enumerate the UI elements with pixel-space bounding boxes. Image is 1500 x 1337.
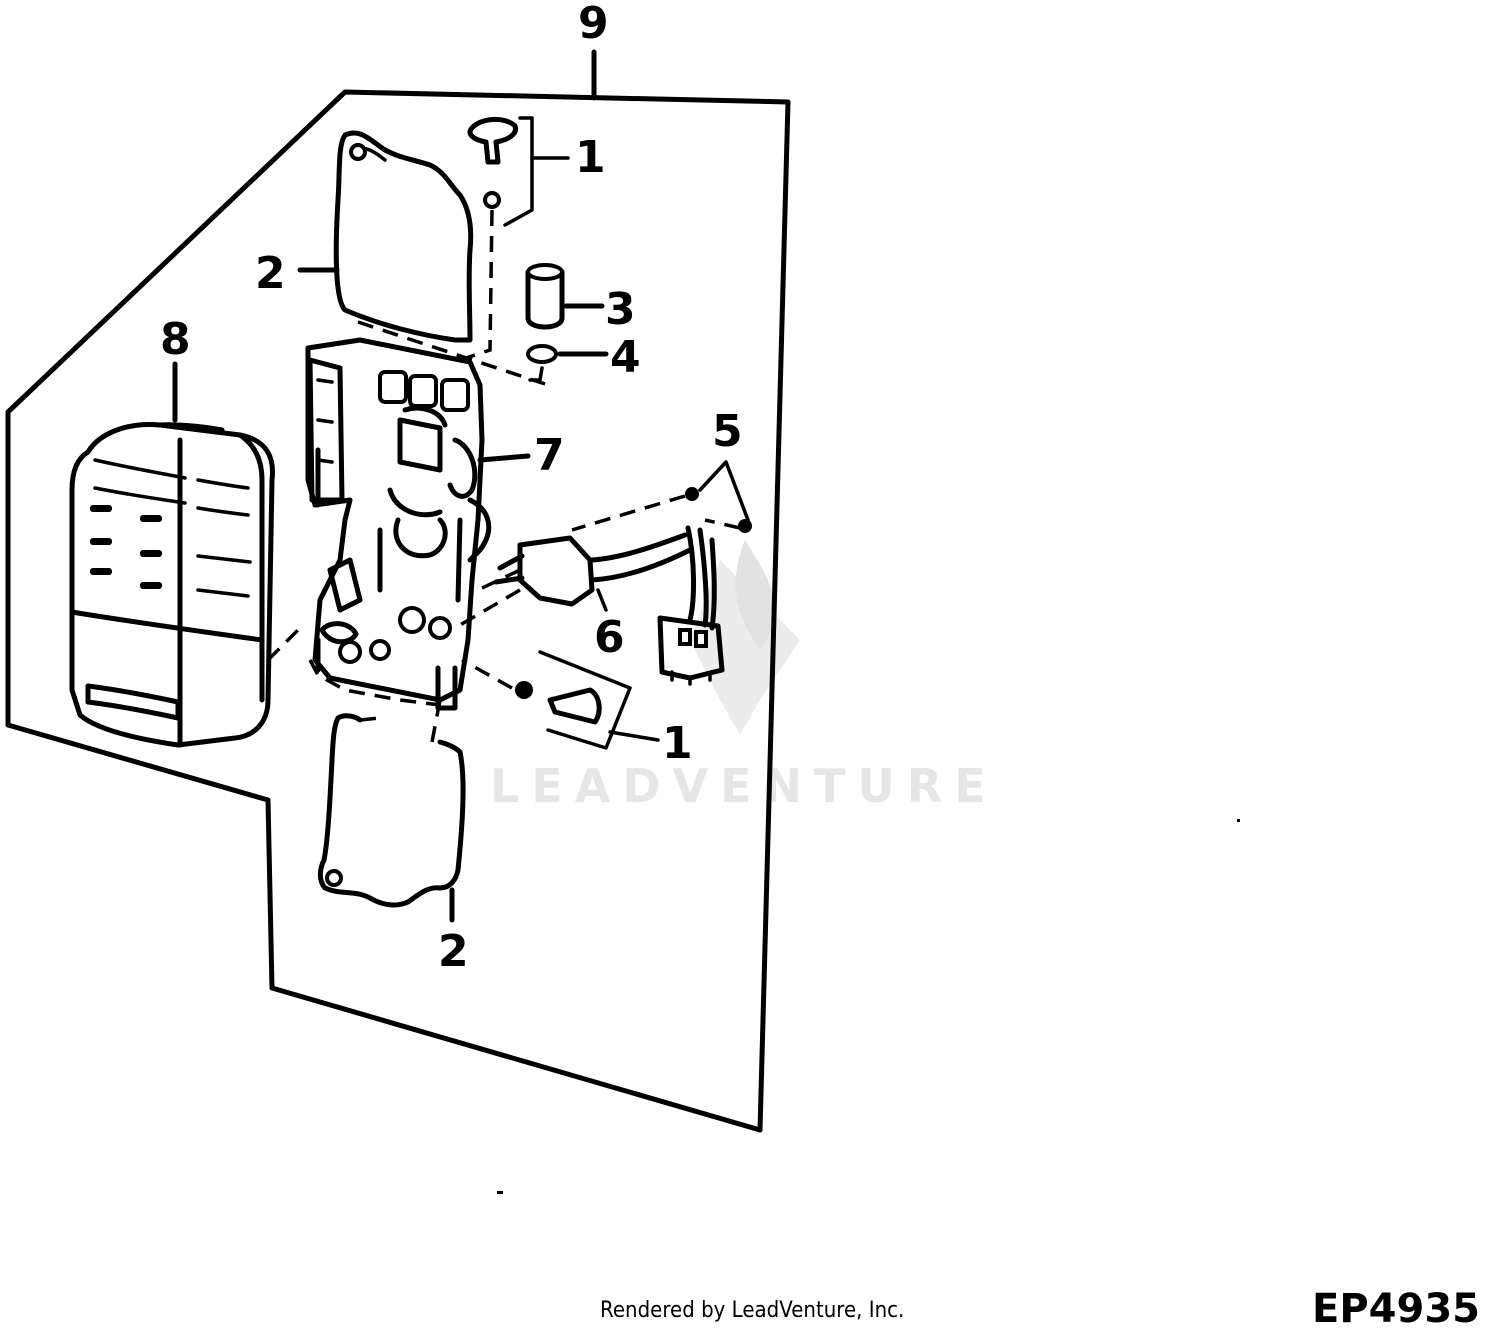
leadventure-watermark: LEADVENTURE	[490, 540, 998, 813]
callout-8: 8	[160, 314, 191, 365]
callout-7-leader	[477, 453, 531, 463]
stray-mark	[497, 1191, 503, 1194]
gasket-top	[333, 130, 474, 343]
callout-1-bottom: 1	[662, 718, 693, 769]
watermark-text: LEADVENTURE	[490, 759, 998, 813]
washer	[526, 344, 558, 382]
screw-top	[467, 116, 534, 227]
callout-1-bottom-leader	[608, 730, 660, 742]
switch-harness	[459, 525, 725, 686]
callout-4: 4	[610, 332, 641, 383]
callout-6: 6	[594, 612, 625, 663]
footer-credit: Rendered by LeadVenture, Inc.	[600, 1298, 905, 1323]
callout-1-top: 1	[575, 132, 606, 183]
kit-boundary-outline	[5, 89, 791, 1133]
callout-5: 5	[712, 406, 743, 457]
control-body	[305, 337, 492, 711]
callout-6-leader	[596, 588, 608, 612]
screw-top-path	[459, 209, 494, 362]
callout-9: 9	[578, 0, 609, 49]
screw-bottom	[461, 650, 632, 750]
housing-cover	[69, 421, 300, 748]
callout-3: 3	[605, 284, 636, 335]
callout-2-top: 2	[255, 248, 286, 299]
capacitor-cylinder	[525, 263, 565, 330]
stray-mark	[1237, 819, 1240, 822]
callout-7: 7	[534, 430, 565, 481]
diagram-id-label: EP4935	[1312, 1286, 1480, 1332]
terminal-pins	[571, 460, 752, 533]
gasket-bottom	[308, 659, 466, 908]
gasket-alignment-line	[357, 320, 546, 386]
callout-2-bottom: 2	[438, 926, 469, 977]
